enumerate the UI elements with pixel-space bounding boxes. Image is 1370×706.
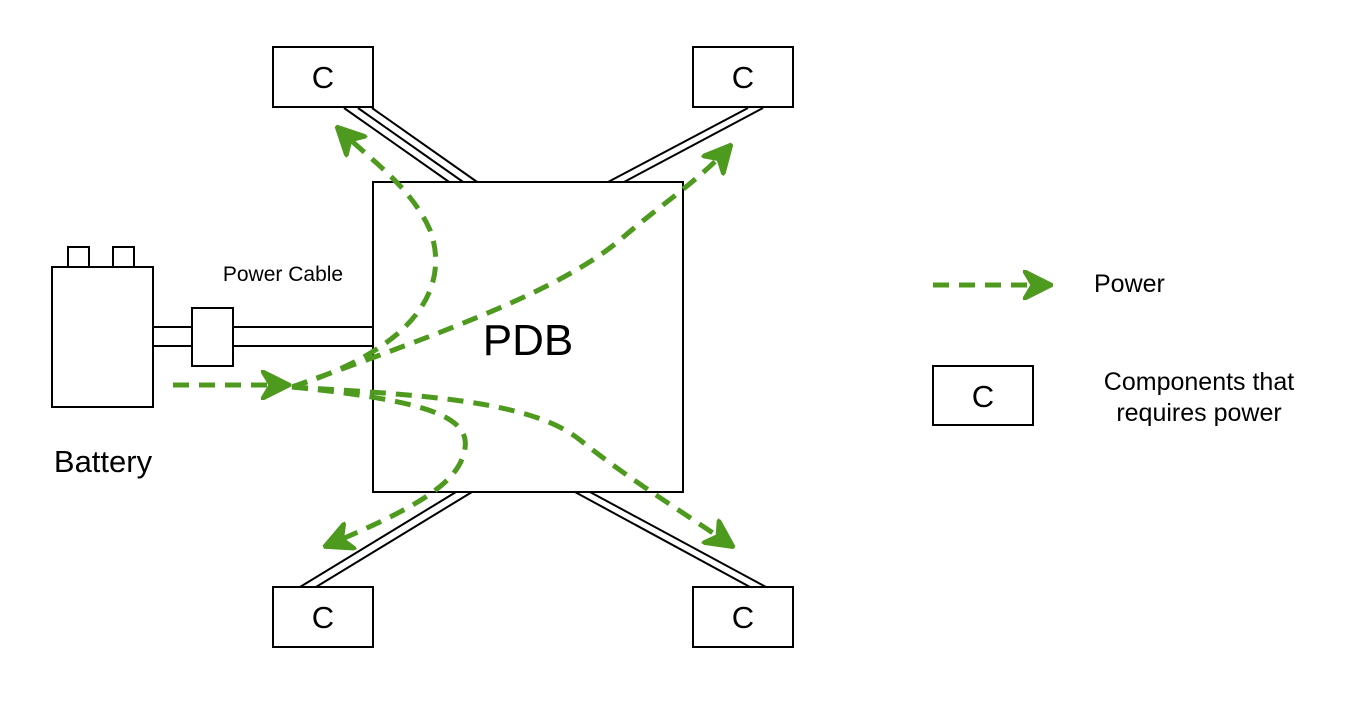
component-label: C — [312, 600, 334, 635]
component-top-left: C — [272, 46, 374, 108]
power-flow-top-right — [291, 146, 730, 390]
battery-terminal-left — [67, 246, 90, 268]
battery-label: Battery — [54, 444, 153, 479]
arm-bottom-right — [574, 491, 767, 588]
arm-bottom-left — [299, 491, 473, 588]
arm-top-left — [343, 107, 481, 185]
legend-power-label: Power — [1094, 270, 1165, 298]
battery-body — [51, 266, 154, 408]
arm-top-right — [607, 107, 764, 183]
battery-terminal-right — [112, 246, 135, 268]
component-top-right: C — [692, 46, 794, 108]
component-label: C — [732, 60, 754, 95]
legend: Power C Components that requires power — [932, 270, 1294, 427]
power-cable — [153, 307, 373, 367]
legend-component-box — [932, 365, 1034, 426]
legend-component-line2: requires power — [1116, 399, 1281, 427]
component-bottom-right: C — [692, 586, 794, 648]
component-label: C — [312, 60, 334, 95]
cable-connector — [191, 307, 234, 367]
pdb-label: PDB — [483, 316, 573, 365]
power-flow-top-left — [291, 128, 439, 390]
legend-component-line1: Components that — [1104, 368, 1294, 396]
power-flow-bottom-left — [291, 384, 468, 546]
power-flows — [173, 128, 732, 546]
power-cable-label: Power Cable — [223, 263, 343, 286]
component-label: C — [732, 600, 754, 635]
legend-component-symbol: C — [972, 379, 994, 414]
battery — [51, 246, 154, 408]
component-bottom-left: C — [272, 586, 374, 648]
